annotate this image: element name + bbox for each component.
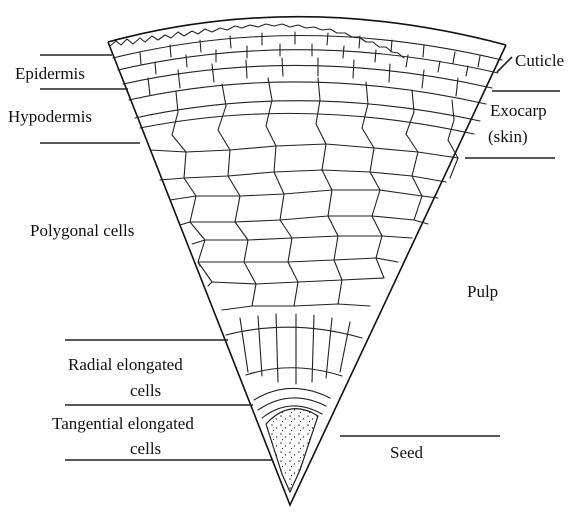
label-exocarp-line1: Exocarp bbox=[490, 101, 547, 120]
label-radial-line2: cells bbox=[130, 381, 161, 400]
label-epidermis: Epidermis bbox=[15, 64, 85, 83]
label-tangential-line2: cells bbox=[130, 439, 161, 458]
polygonal-cells bbox=[140, 78, 474, 310]
epidermis-cells bbox=[113, 32, 502, 76]
label-hypodermis: Hypodermis bbox=[8, 107, 92, 126]
label-cuticle: Cuticle bbox=[515, 51, 564, 70]
label-exocarp-line2: (skin) bbox=[488, 127, 528, 146]
wedge-top-arc bbox=[108, 17, 506, 45]
label-seed: Seed bbox=[390, 443, 424, 462]
radial-elongated-cells bbox=[226, 314, 362, 384]
label-polygonal-cells: Polygonal cells bbox=[30, 221, 134, 240]
label-tangential-line1: Tangential elongated bbox=[52, 414, 194, 433]
label-pulp: Pulp bbox=[467, 282, 498, 301]
label-radial-line1: Radial elongated bbox=[68, 355, 183, 374]
seed bbox=[266, 409, 318, 492]
